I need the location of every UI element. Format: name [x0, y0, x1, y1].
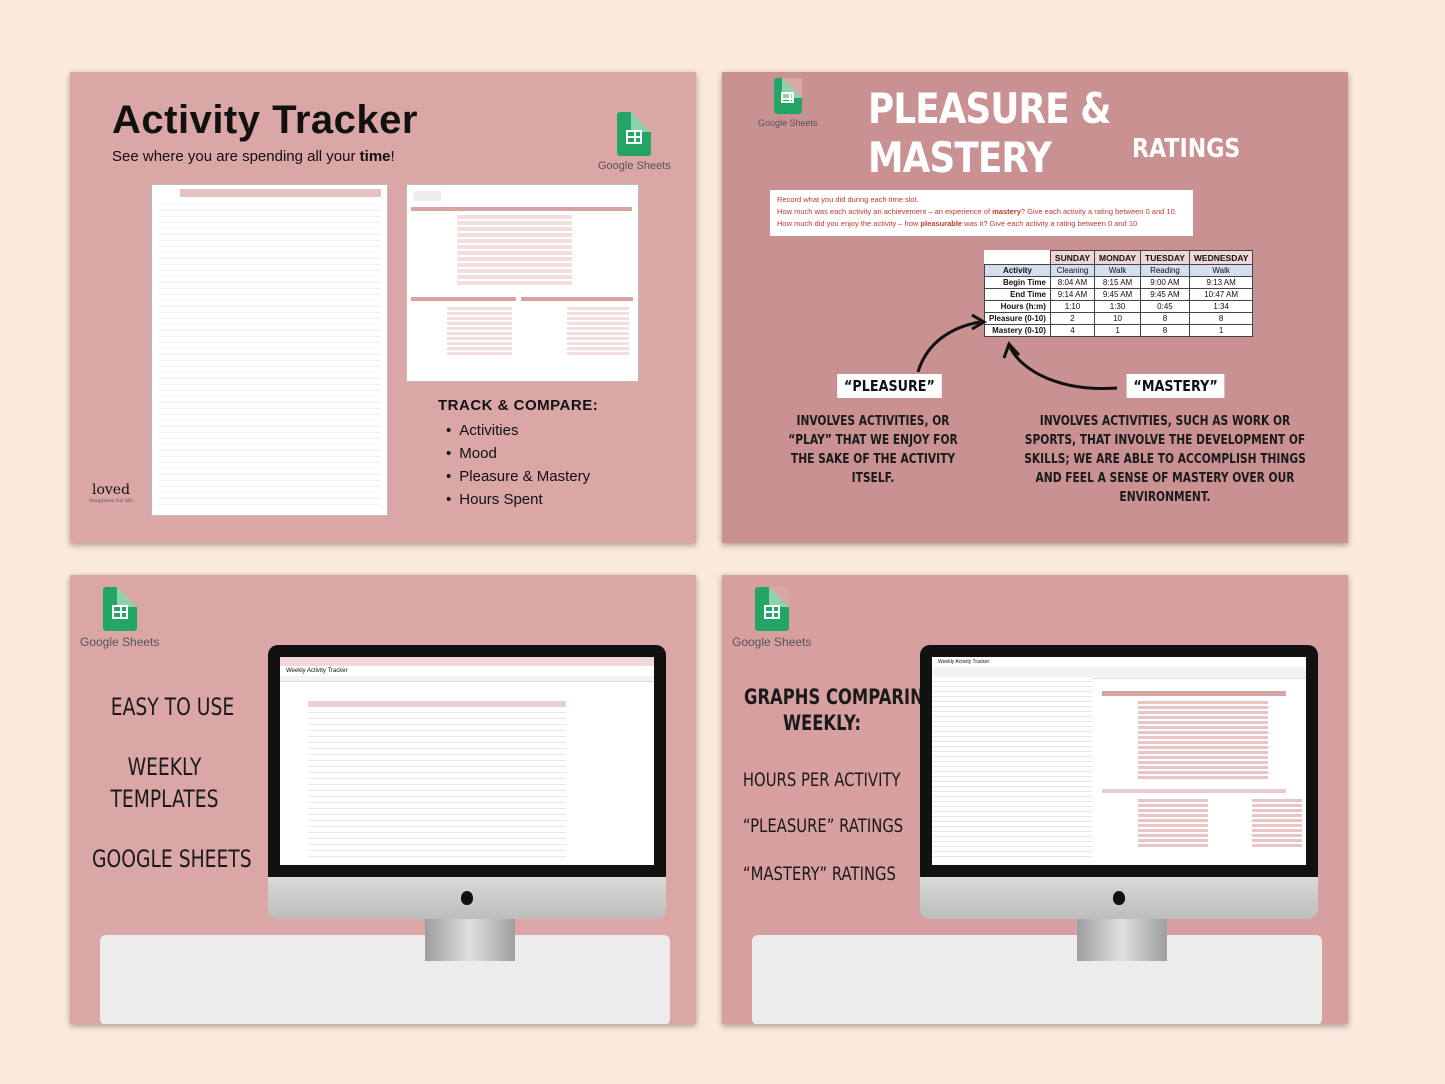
desk: [100, 935, 670, 1024]
apple-logo-icon: [1113, 891, 1125, 905]
mastery-tag: “MASTERY”: [1126, 374, 1225, 398]
graphs-heading: GRAPHS COMPARING: [744, 685, 938, 709]
graph-item: “PLEASURE” RATINGS: [742, 815, 904, 837]
mastery-description: INVOLVES ACTIVITIES, SUCH AS WORK OR SPO…: [1024, 414, 1306, 505]
graphs-heading: WEEKLY:: [782, 711, 862, 735]
google-sheets-logo: Google Sheets: [732, 587, 811, 649]
panel-easy-to-use: Google Sheets EASY TO USE WEEKLY TEMPLAT…: [70, 575, 696, 1024]
google-sheets-logo: Google Sheets: [80, 587, 159, 649]
google-sheets-icon: [102, 587, 137, 631]
ratings-table: SUNDAY MONDAY TUESDAY WEDNESDAY Activity…: [984, 250, 1254, 337]
subtitle: See where you are spending all your time…: [112, 148, 395, 165]
sheet-preview-tracker: [151, 184, 388, 516]
sheet-preview-graphs: [406, 184, 639, 382]
list-item: Hours Spent: [446, 491, 590, 508]
instruction-note: Record what you did during each time slo…: [770, 190, 1193, 236]
list-item: Activities: [446, 422, 590, 439]
list-item: Pleasure & Mastery: [446, 468, 590, 485]
monitor-screen: Weekly Activity Tracker: [932, 657, 1306, 865]
desk: [752, 935, 1322, 1024]
loved-logo: loved templates for life: [89, 482, 133, 504]
track-compare-heading: TRACK & COMPARE:: [438, 397, 599, 414]
feature-line: TEMPLATES: [110, 785, 219, 813]
monitor: Weekly Activity Tracker: [268, 645, 666, 885]
day-header: TUESDAY: [1140, 250, 1190, 265]
feature-line: GOOGLE SHEETS: [92, 845, 252, 873]
graph-item: HOURS PER ACTIVITY: [742, 769, 901, 791]
feature-line: WEEKLY: [127, 753, 202, 781]
apple-logo-icon: [461, 891, 473, 905]
panel-pleasure-mastery: Google Sheets PLEASURE & MASTERY RATINGS…: [722, 72, 1348, 543]
subtitle: RATINGS: [1132, 134, 1241, 164]
panel-graphs: Google Sheets GRAPHS COMPARING WEEKLY: H…: [722, 575, 1348, 1024]
curved-arrow-icon: [916, 313, 1118, 391]
google-sheets-icon: [754, 587, 789, 631]
panel-activity-tracker: Activity Tracker See where you are spend…: [70, 72, 696, 543]
monitor: Weekly Activity Tracker: [920, 645, 1318, 885]
monitor-screen: Weekly Activity Tracker: [280, 657, 654, 865]
google-sheets-logo: Google Sheets: [758, 78, 818, 128]
google-sheets-icon: [773, 78, 802, 114]
pleasure-tag: “PLEASURE”: [837, 374, 942, 398]
monitor-stand: [425, 915, 515, 961]
monitor-stand: [1077, 915, 1167, 961]
pleasure-description: INVOLVES ACTIVITIES, OR “PLAY” THAT WE E…: [788, 414, 958, 486]
google-sheets-logo: Google Sheets: [598, 112, 671, 172]
list-item: Mood: [446, 445, 590, 462]
monitor-chin: [920, 877, 1318, 919]
graph-item: “MASTERY” RATINGS: [742, 863, 896, 885]
title: Activity Tracker: [112, 98, 418, 142]
google-sheets-icon: [617, 112, 652, 156]
monitor-chin: [268, 877, 666, 919]
day-header: MONDAY: [1094, 250, 1142, 265]
feature-line: EASY TO USE: [110, 693, 235, 721]
title: PLEASURE & MASTERY: [868, 84, 1111, 182]
track-compare-list: Activities Mood Pleasure & Mastery Hours…: [446, 422, 590, 514]
